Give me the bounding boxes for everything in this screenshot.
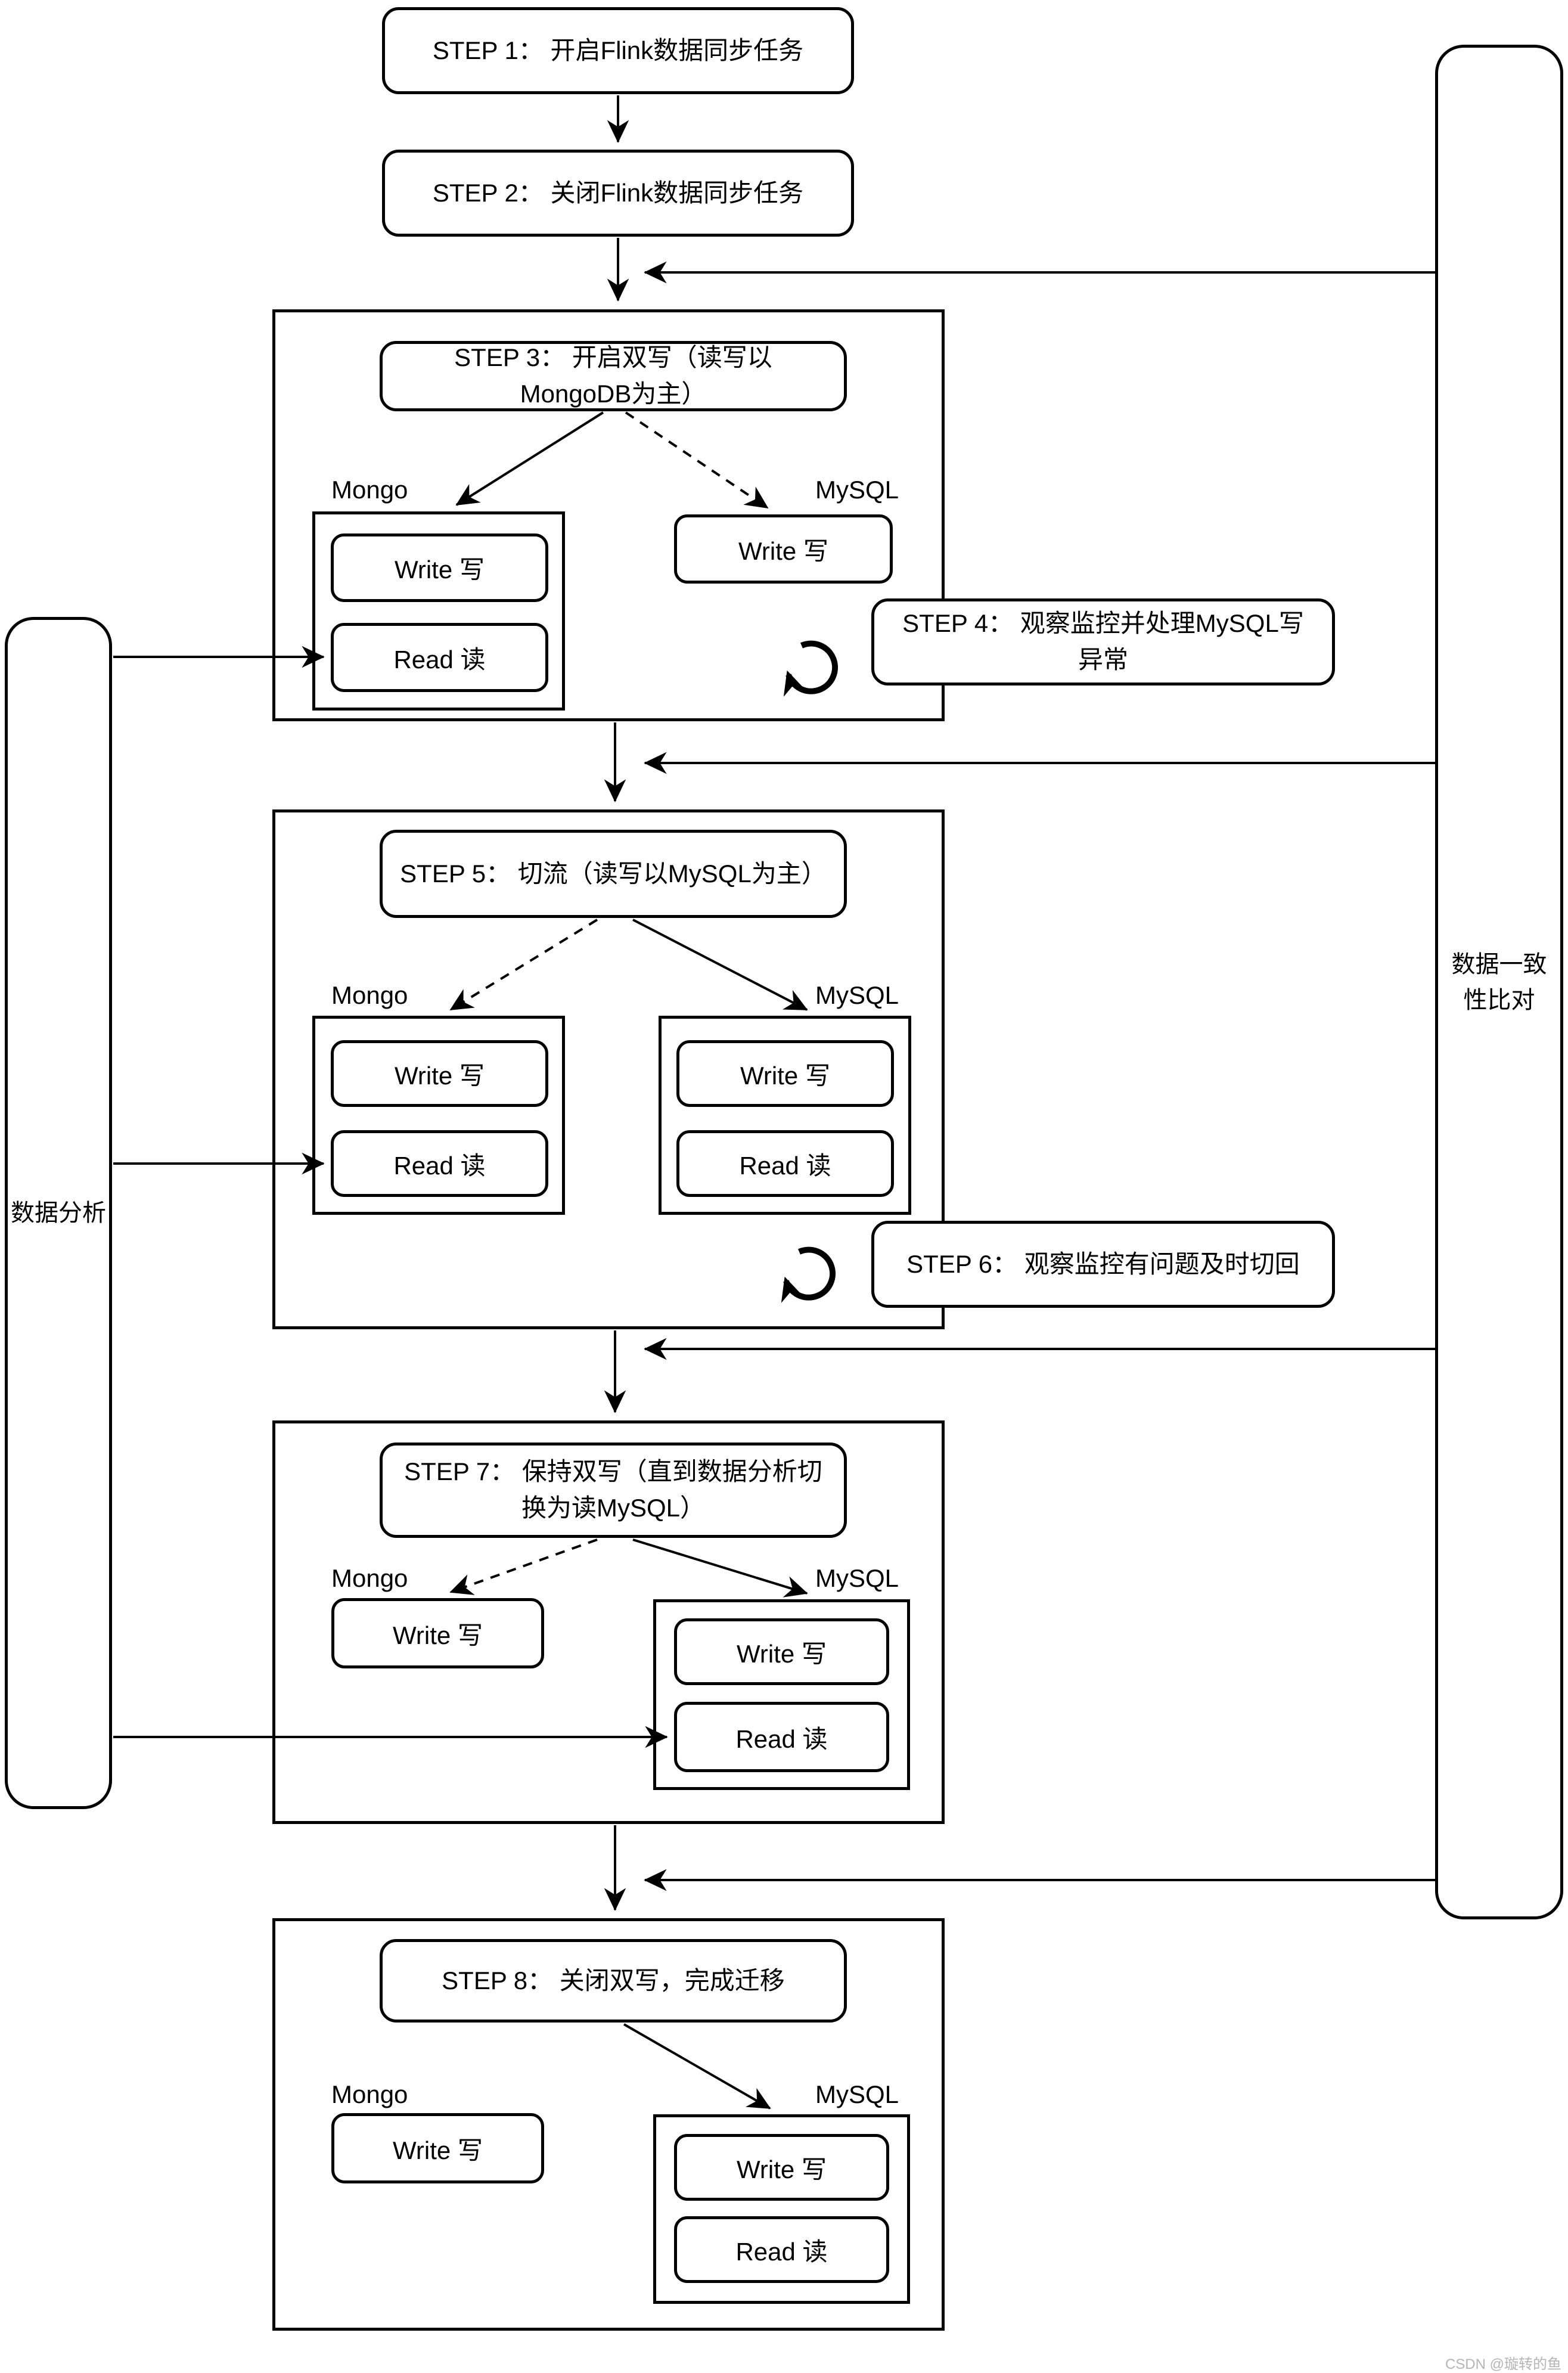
step8-mysql-label: MySQL [815, 2080, 899, 2108]
step7-mongo-label: Mongo [331, 1564, 408, 1592]
arrow-step7-to-mongo-dashed [449, 1538, 598, 1595]
step7-mongo-write-box: Write 写 [331, 1598, 544, 1668]
step1-box: STEP 1： 开启Flink数据同步任务 [382, 7, 854, 94]
step5-mongo-write-box: Write 写 [331, 1040, 548, 1107]
loop-circular-arrow-icon-step6 [781, 1246, 836, 1303]
data-consistency-box: 数据一致性比对 [1435, 45, 1563, 1919]
step7-group-container [272, 1420, 945, 1824]
data-consistency-label: 数据一致性比对 [1451, 951, 1547, 1013]
step7-mysql-read-box: Read 读 [674, 1702, 889, 1772]
arrow-step7-to-mysql-solid [632, 1538, 808, 1597]
step3-group-container [272, 309, 945, 721]
data-analysis-label: 数据分析 [11, 1200, 106, 1226]
step5-mysql-label: MySQL [815, 981, 899, 1009]
step5-mongo-read-box: Read 读 [331, 1130, 548, 1197]
step5-mysql-container [659, 1016, 911, 1215]
arrow-step5-to-mongo-dashed [449, 919, 598, 1011]
step3-mysql-label: MySQL [815, 476, 899, 504]
step8-group-container [272, 1918, 945, 2331]
step5-box: STEP 5： 切流（读写以MySQL为主） [380, 830, 847, 918]
step8-mysql-write-box: Write 写 [674, 2134, 889, 2201]
step7-mysql-write-box: Write 写 [674, 1618, 889, 1685]
step3-mysql-write-box: Write 写 [674, 514, 893, 584]
watermark-text: CSDN @璇转的鱼 [1445, 2356, 1561, 2372]
step8-mysql-read-box: Read 读 [674, 2216, 889, 2283]
step8-box: STEP 8： 关闭双写，完成迁移 [380, 1939, 847, 2023]
step5-group-container [272, 809, 945, 1329]
step3-mongo-label: Mongo [331, 476, 408, 504]
arrow-step3-to-mysql-dashed [625, 411, 769, 509]
arrow-step5-to-mysql-solid [632, 919, 808, 1011]
arrow-step3-to-mongo-solid [455, 411, 604, 506]
step3-mongo-container [312, 511, 565, 711]
step3-box: STEP 3： 开启双写（读写以MongoDB为主） [380, 341, 847, 411]
loop-circular-arrow-icon-step4 [783, 640, 839, 697]
step5-mongo-container [312, 1016, 565, 1215]
step3-mongo-write-box: Write 写 [331, 533, 548, 602]
step6-box: STEP 6： 观察监控有问题及时切回 [871, 1221, 1335, 1308]
step8-mongo-label: Mongo [331, 2080, 408, 2108]
step8-mysql-container [653, 2114, 910, 2304]
step5-mysql-read-box: Read 读 [676, 1130, 894, 1197]
data-analysis-box: 数据分析 [5, 617, 112, 1809]
arrow-step8-to-mysql-solid [623, 2023, 771, 2110]
step5-mysql-write-box: Write 写 [676, 1040, 894, 1107]
step7-mysql-container [653, 1599, 910, 1790]
step8-mongo-write-box: Write 写 [331, 2113, 544, 2183]
step7-mysql-label: MySQL [815, 1564, 899, 1592]
step5-mongo-label: Mongo [331, 981, 408, 1009]
step7-box: STEP 7： 保持双写（直到数据分析切换为读MySQL） [380, 1443, 847, 1538]
step4-box: STEP 4： 观察监控并处理MySQL写异常 [871, 598, 1335, 685]
step2-box: STEP 2： 关闭Flink数据同步任务 [382, 150, 854, 237]
step3-mongo-read-box: Read 读 [331, 623, 548, 692]
